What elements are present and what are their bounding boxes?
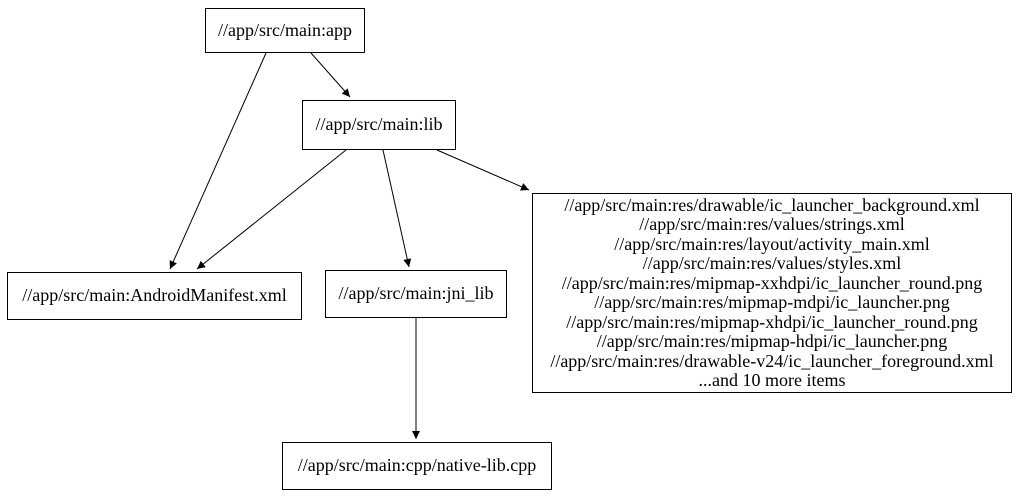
res-group-line: //app/src/main:res/mipmap-xxhdpi/ic_laun… (561, 272, 983, 293)
node-app: //app/src/main:app (205, 8, 365, 53)
node-android-manifest-label: //app/src/main:AndroidManifest.xml (22, 285, 287, 306)
res-group-line: //app/src/main:res/mipmap-xhdpi/ic_launc… (566, 311, 978, 332)
node-res-group: //app/src/main:res/drawable/ic_launcher_… (532, 193, 1012, 393)
res-group-line: //app/src/main:res/drawable-v24/ic_launc… (550, 350, 994, 371)
node-lib-label: //app/src/main:lib (315, 114, 443, 135)
node-android-manifest: //app/src/main:AndroidManifest.xml (7, 272, 302, 320)
res-group-line: //app/src/main:res/layout/activity_main.… (614, 233, 930, 254)
edge-app-to-manifest (169, 52, 267, 270)
edge-lib-to-jni-lib (382, 149, 412, 268)
res-group-line: //app/src/main:res/mipmap-hdpi/ic_launch… (596, 331, 948, 351)
node-app-label: //app/src/main:app (218, 19, 352, 40)
node-native-lib-cpp: //app/src/main:cpp/native-lib.cpp (282, 442, 552, 490)
edge-app-to-lib (310, 52, 351, 98)
node-jni-lib-label: //app/src/main:jni_lib (338, 283, 494, 304)
res-group-line: //app/src/main:res/mipmap-mdpi/ic_launch… (594, 292, 950, 312)
edge-lib-to-res-group (436, 149, 530, 191)
node-lib: //app/src/main:lib (302, 100, 456, 150)
res-group-line: //app/src/main:res/values/strings.xml (639, 214, 905, 234)
res-group-more-items: ...and 10 more items (698, 370, 846, 390)
node-jni-lib: //app/src/main:jni_lib (325, 270, 507, 318)
node-native-lib-cpp-label: //app/src/main:cpp/native-lib.cpp (297, 455, 537, 476)
res-group-line: //app/src/main:res/values/styles.xml (642, 253, 902, 273)
edge-lib-to-manifest (196, 149, 347, 270)
res-group-line: //app/src/main:res/drawable/ic_launcher_… (564, 194, 980, 215)
